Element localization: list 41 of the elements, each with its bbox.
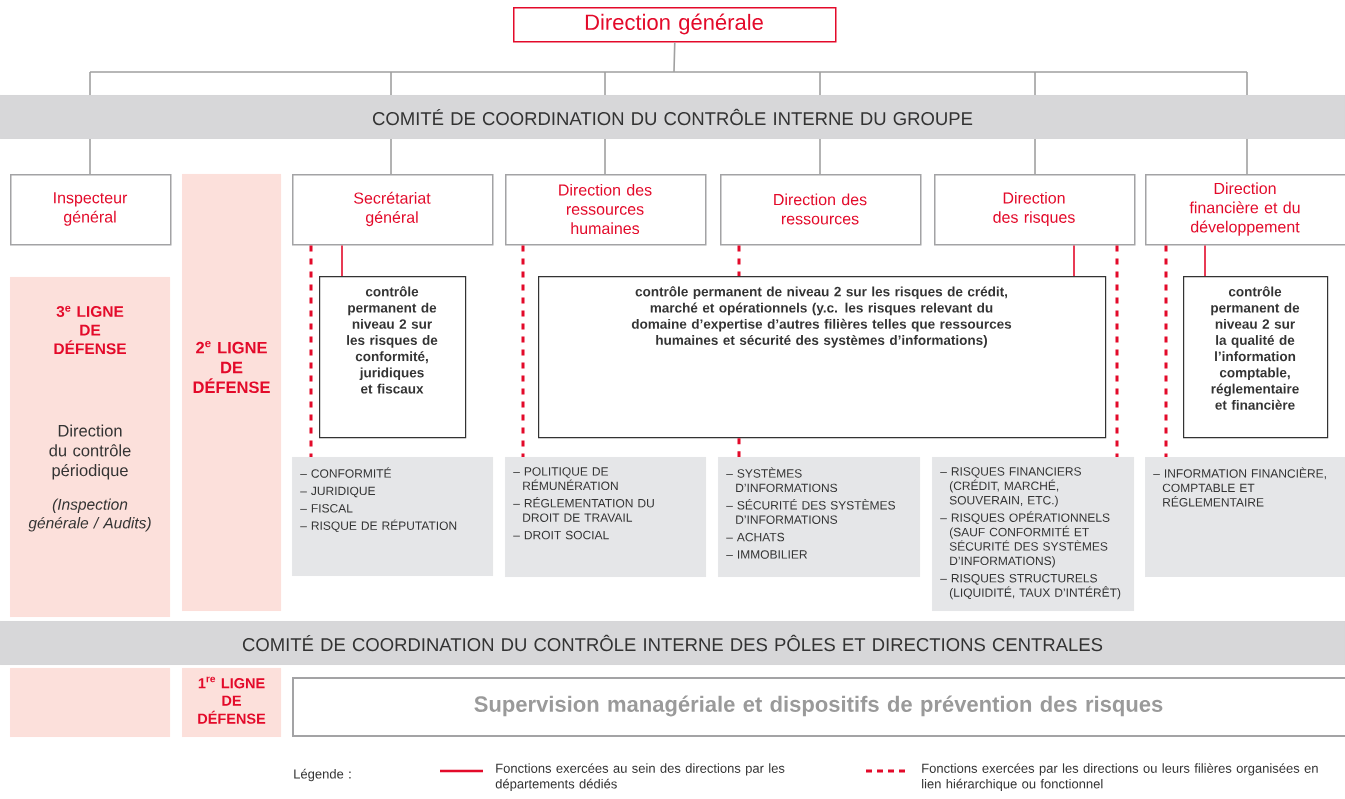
connector bbox=[89, 41, 1248, 96]
defense-line-panel: $\begin{matrix}\text{1}^{\text{re}}\ \text{LIGNE}\\ \text{DE}\\ \text{DÉFENSE}\end{matrix}$ bbox=[182, 668, 282, 738]
connector bbox=[1115, 245, 1119, 457]
connector bbox=[604, 138, 606, 175]
list-box: – CONFORMITÉ – JURIDIQUE – FISCAL – RISQUE DE RÉPUTATION bbox=[292, 457, 494, 577]
defense-line-panel bbox=[10, 668, 171, 738]
list-box: – POLITIQUE DE RÉMUNÉRATION – RÉGLEMENTATION DU DROIT DE TRAVAIL – DROIT SOCIAL bbox=[505, 457, 707, 578]
legend-text: Fonctions exercées au sein des directions par les départements dédiés bbox=[495, 763, 785, 792]
list-box: – SYSTÈMES D’INFORMATIONS – SÉCURITÉ DES SYSTÈMES D’INFORMATIONS – ACHATS – IMMOBILIER bbox=[718, 457, 921, 578]
legend-text: Fonctions exercées par les directions ou leurs filières organisées en lien hiérarchique ou fonctionnel bbox=[922, 763, 1318, 792]
connector bbox=[89, 138, 91, 175]
legend-title: Légende : bbox=[294, 768, 351, 782]
defense-line-panel: 3$^{e}$ LIGNE DE DÉFENSE Direction du contrôle périodique (Inspection générale / Audits) bbox=[10, 277, 171, 618]
direction-box: Inspecteur général bbox=[10, 174, 172, 246]
connector bbox=[1034, 138, 1036, 175]
list-box: – INFORMATION FINANCIÈRE, COMPTABLE ET RÉGLEMENTAIRE bbox=[1145, 457, 1345, 578]
connector bbox=[819, 138, 821, 175]
connector bbox=[737, 245, 741, 276]
control-box: contrôle permanent de niveau 2 sur les risques de conformité, juridiques et fiscaux bbox=[319, 276, 467, 439]
direction-box: Direction financière et du développement bbox=[1145, 174, 1345, 246]
direction-box: Secrétariat général bbox=[292, 174, 494, 246]
connector bbox=[1164, 245, 1168, 457]
direction-box: Direction des risques bbox=[934, 174, 1136, 246]
connector bbox=[521, 245, 525, 457]
connector bbox=[341, 244, 343, 277]
connector bbox=[1246, 138, 1248, 175]
committee-band: COMITÉ DE COORDINATION DU CONTRÔLE INTERNE DU GROUPE bbox=[0, 95, 1345, 140]
list-box: – RISQUES FINANCIERS (CRÉDIT, MARCHÉ, SOUVERAIN, ETC.) – RISQUES OPÉRATIONNELS (SAUF CONFORMITÉ ET SÉCURITÉ DES SYSTÈMES D’INFORMATIONS) – RISQUES STRUCTURELS (LIQUIDITÉ, TAUX D’INTÉRÊT) bbox=[932, 457, 1135, 612]
connector bbox=[390, 138, 392, 175]
control-box: contrôle permanent de niveau 2 sur la qualité de l’information comptable, réglementaire et financière bbox=[1183, 276, 1329, 439]
supervision-box: Supervision managériale et dispositifs de prévention des risques bbox=[292, 677, 1345, 737]
connector bbox=[737, 438, 741, 457]
defense-line-panel: 2$^{e}$ LIGNE DE DÉFENSE bbox=[182, 174, 282, 612]
committee-band: COMITÉ DE COORDINATION DU CONTRÔLE INTERNE DES PÔLES ET DIRECTIONS CENTRALES bbox=[0, 621, 1345, 666]
direction-box: Direction des ressources humaines bbox=[505, 174, 707, 246]
connector bbox=[309, 245, 313, 457]
direction-box: Direction des ressources bbox=[720, 174, 922, 246]
control-box: contrôle permanent de niveau 2 sur les risques de crédit, marché et opérationnels (y.c. les risques relevant du domaine d’expertise d’autres filières telles que ressources humaines et sécurité des systèmes d’informations) bbox=[538, 276, 1107, 439]
connector bbox=[1073, 244, 1075, 277]
connector bbox=[1204, 244, 1206, 277]
direction-box: Direction générale bbox=[513, 7, 837, 43]
